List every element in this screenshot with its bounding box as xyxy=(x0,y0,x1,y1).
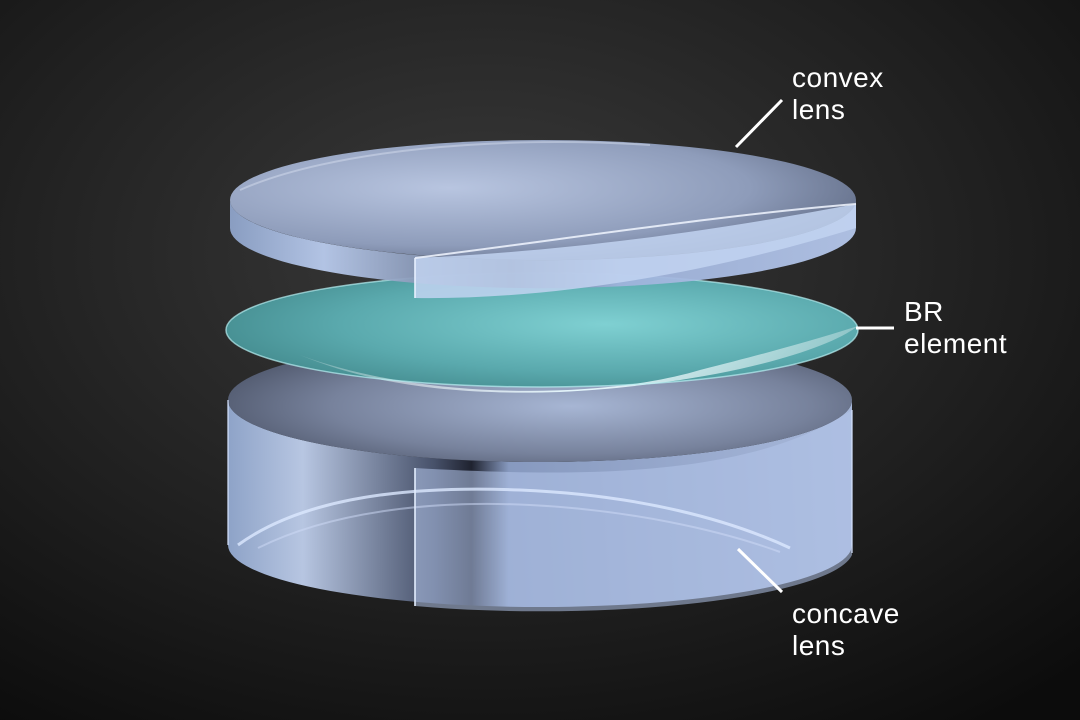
leader-lines xyxy=(734,98,894,594)
convex-lens-label: convex lens xyxy=(792,62,884,126)
concave-lens-cutaway xyxy=(415,410,852,612)
convex-lens-surface xyxy=(230,140,856,260)
convex-leader-line xyxy=(734,98,784,149)
concave-leader-line xyxy=(736,547,784,594)
concave-lens-label: concave lens xyxy=(792,598,900,662)
convex-lens xyxy=(230,140,857,299)
br-element-disc xyxy=(226,273,858,387)
concave-lens-label-line1: concave xyxy=(792,598,900,629)
br-element-highlight xyxy=(300,326,858,393)
br-element-label-line2: element xyxy=(904,328,1008,359)
br-element-label-line1: BR xyxy=(904,296,944,327)
convex-lens-label-line2: lens xyxy=(792,94,846,125)
br-element-label: BR element xyxy=(904,296,1007,360)
concave-lens-label-line2: lens xyxy=(792,630,846,661)
convex-lens-label-line1: convex xyxy=(792,62,884,93)
convex-lens-cutaway xyxy=(415,204,856,299)
